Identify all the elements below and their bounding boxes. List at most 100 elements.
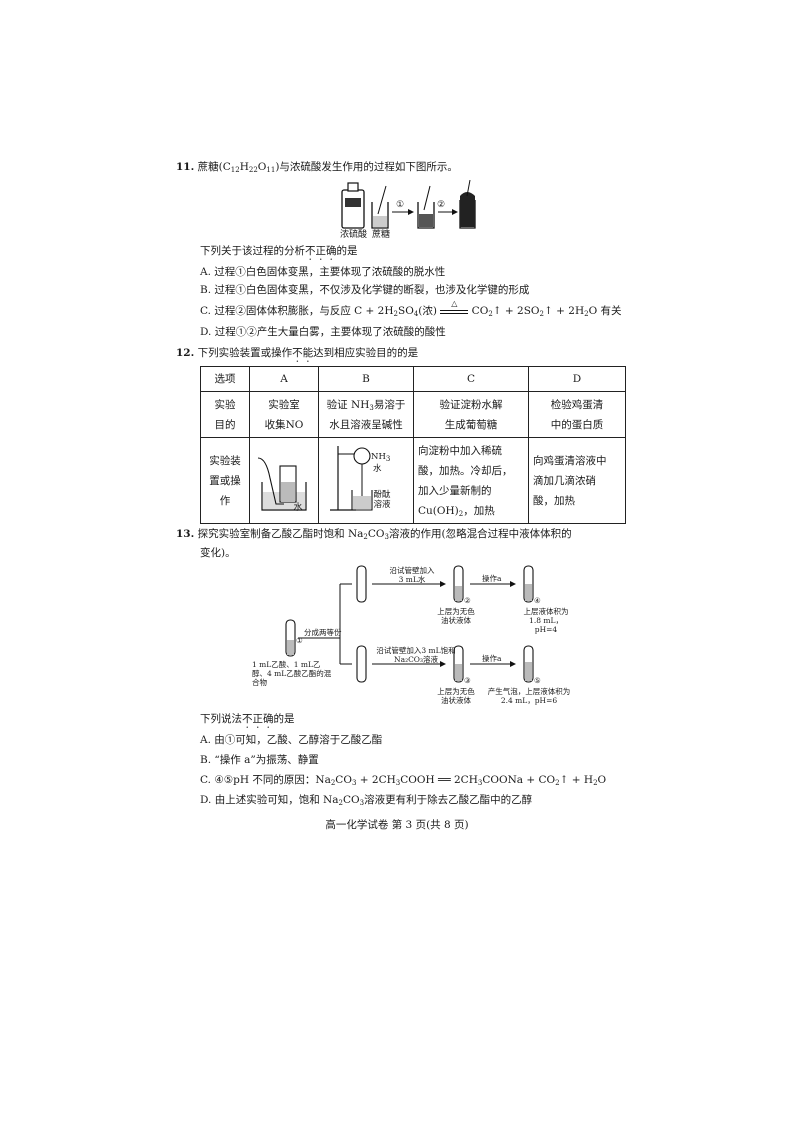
q11-option-d[interactable]: D. 过程①②产生大量白雾，主要体现了浓硫酸的酸性 <box>200 326 446 338</box>
q13-option-c-text: COONa + CO <box>482 774 556 786</box>
q12-stem-text: 达到相应实验目的的是 <box>313 347 419 359</box>
q11-label-acid: 浓硫酸 <box>340 230 368 240</box>
tube2-label: ② <box>464 596 471 605</box>
tube2-note: 上层为无色油状液体 <box>437 607 475 625</box>
q11-option-c-text: (浓) <box>418 305 437 317</box>
q11-option-c-sub: 2 <box>488 310 493 318</box>
header-cell: 选项 <box>200 366 250 392</box>
q13-question: 下列说法不正确的是 <box>200 712 295 731</box>
q11-number: 11. <box>176 161 195 173</box>
q13-option-c-sub: 3 <box>395 779 401 787</box>
q11-stem: 11. 蔗糖(C12H22O11)与浓硫酸发生作用的过程如下图所示。 <box>176 160 458 174</box>
apparatus-a: 水 <box>249 437 319 524</box>
q13-option-d-text: D. 由上述实验可知，饱和 Na <box>200 794 339 806</box>
q13-option-c-text: O <box>597 774 607 786</box>
row-label-text: 实验装置或操作 <box>209 454 241 507</box>
q13-option-d-text: CO <box>342 794 360 806</box>
q11-sub: 12 <box>230 166 240 174</box>
q11-option-a[interactable]: A. 过程①白色固体变黑，主要体现了浓硫酸的脱水性 <box>200 266 446 278</box>
q13-option-d-sub: 3 <box>359 799 365 807</box>
q13-option-c-text: ↑ + H <box>559 774 594 786</box>
tube3-note: 上层为无色油状液体 <box>437 687 475 705</box>
q13-option-c-text: COOH ══ 2CH <box>400 774 478 786</box>
q13-option-b[interactable]: B. “操作 a”为振荡、静置 <box>200 754 319 766</box>
q13-sub: 2 <box>363 533 368 541</box>
apparatus-b: NH3 水 酚酞溶液 <box>318 437 414 524</box>
split-label: 分成两等份 <box>304 628 342 637</box>
q11-question-emphasis: 不正确 <box>305 245 337 257</box>
q12-table: 选项 A B C D 实验目的 实验室收集NO 验证 NH3易溶于水且溶液呈碱性… <box>200 366 626 524</box>
q13-option-d-sub: 2 <box>338 799 343 807</box>
operation-c: 向淀粉中加入稀硫酸，加热。冷却后，加入少量新制的Cu(OH)2，加热 <box>413 437 529 524</box>
q12-stem: 12. 下列实验装置或操作不能达到相应实验目的的是 <box>176 346 418 365</box>
add-na2co3-label: 沿试管壁加入3 mL饱和Na₂CO₃溶液 <box>376 646 456 664</box>
q13-stem-text: 探究实验室制备乙酸乙酯时饱和 Na <box>197 528 364 540</box>
q13-option-d[interactable]: D. 由上述实验可知，饱和 Na2CO3溶液更有利于除去乙酸乙酯中的乙醇 <box>200 793 532 807</box>
page-footer: 高一化学试卷 第 3 页(共 8 页) <box>325 819 469 831</box>
equals-line <box>440 310 469 314</box>
q11-step1: ① <box>396 200 405 210</box>
q13-question-emphasis: 不正确 <box>242 713 274 725</box>
q11-question-text: 的是 <box>336 245 358 257</box>
q11-option-c-text: C. 过程②固体体积膨胀，与反应 C + 2H <box>200 305 394 317</box>
q11-sub: 22 <box>248 166 258 174</box>
q11-option-c-sub: 2 <box>584 310 589 318</box>
q12-number: 12. <box>176 347 195 359</box>
op-a-bottom-label: 操作a <box>482 654 502 663</box>
purpose-d-text: 检验鸡蛋清中的蛋白质 <box>550 398 604 431</box>
q11-option-c[interactable]: C. 过程②固体体积膨胀，与反应 C + 2H2SO4(浓) △ CO2↑ + … <box>200 299 622 318</box>
operation-c-text: 向淀粉中加入稀硫酸，加热。冷却后，加入少量新制的Cu(OH)2，加热 <box>418 441 516 521</box>
row-label-purpose: 实验目的 <box>200 391 250 438</box>
row-label-operation: 实验装置或操作 <box>200 437 250 524</box>
q13-option-c-text: CO <box>335 774 352 786</box>
q13-stem-text: 溶液的作用(忽略混合过程中液体体积的 <box>389 528 572 540</box>
q11-question-text: 下列关于该过程的分析 <box>200 245 305 257</box>
q13-option-a[interactable]: A. 由①可知，乙酸、乙醇溶于乙酸乙酯 <box>200 734 383 746</box>
purpose-b-text: 验证 NH3易溶于水且溶液呈碱性 <box>325 395 407 435</box>
q13-sub: 3 <box>384 533 390 541</box>
operation-c-sub: 2 <box>458 509 464 518</box>
q13-stem: 13. 探究实验室制备乙酸乙酯时饱和 Na2CO3溶液的作用(忽略混合过程中液体… <box>176 527 572 541</box>
q13-option-c-sub: 3 <box>477 779 483 787</box>
q13-option-c-sub: 2 <box>330 779 336 787</box>
q11-figure <box>341 180 476 229</box>
tube3-label: ③ <box>464 676 471 685</box>
header-cell: A <box>249 366 319 392</box>
table-header-row: 选项 A B C D <box>200 366 626 392</box>
purpose-b-part: 易溶于水且溶液呈碱性 <box>329 398 406 431</box>
q11-option-c-sub: 4 <box>413 310 419 318</box>
q13-flow-diagram <box>285 565 534 683</box>
tube1-label: ① <box>296 636 303 645</box>
q11-option-c-sub: 2 <box>539 310 545 318</box>
q13-number: 13. <box>176 528 195 540</box>
purpose-a-text: 实验室收集NO <box>264 398 304 431</box>
header-cell: D <box>528 366 626 392</box>
operation-c-part: ，加热 <box>463 504 495 517</box>
row-label-text: 实验目的 <box>214 398 236 431</box>
q11-sub: 11 <box>266 166 276 174</box>
op-a-top-label: 操作a <box>482 574 502 583</box>
table-row: 实验装置或操作 水 <box>200 437 626 524</box>
q11-option-b[interactable]: B. 过程①白色固体变黑，不仅涉及化学键的断裂，也涉及化学键的形成 <box>200 284 530 296</box>
q11-step2: ② <box>437 200 446 210</box>
q11-option-c-text: SO <box>398 305 414 317</box>
add-water-label: 沿试管壁加入3 mL水 <box>389 566 435 584</box>
q12-stem-text: 下列实验装置或操作 <box>197 347 293 359</box>
purpose-d: 检验鸡蛋清中的蛋白质 <box>528 391 626 438</box>
operation-c-part: 向淀粉中加入稀硫酸，加热。冷却后，加入少量新制的Cu(OH) <box>418 444 513 517</box>
water-label: 水 <box>373 464 382 474</box>
q13-question-text: 的是 <box>273 713 295 725</box>
q11-option-c-sub: 2 <box>393 310 398 318</box>
q13-option-c-text: C. ④⑤pH 不同的原因：Na <box>200 774 331 786</box>
q13-question-text: 下列说法 <box>200 713 242 725</box>
q13-option-c-sub: 2 <box>593 779 598 787</box>
q11-option-c-text: O 有关 <box>588 305 622 317</box>
q11-stem-text: 蔗糖(C <box>197 161 231 173</box>
purpose-c-text: 验证淀粉水解生成葡萄糖 <box>439 398 503 431</box>
reaction-arrow: △ <box>440 299 469 314</box>
header-cell: C <box>413 366 529 392</box>
purpose-b-part: 验证 NH <box>326 398 370 411</box>
table-row: 实验目的 实验室收集NO 验证 NH3易溶于水且溶液呈碱性 验证淀粉水解生成葡萄… <box>200 391 626 438</box>
q13-option-c[interactable]: C. ④⑤pH 不同的原因：Na2CO3 + 2CH3COOH ══ 2CH3C… <box>200 773 606 787</box>
